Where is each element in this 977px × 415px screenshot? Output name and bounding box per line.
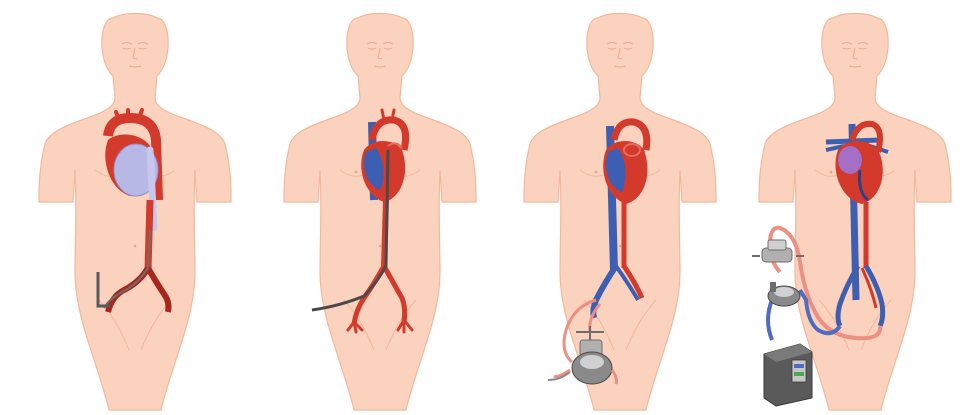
ecmo-console xyxy=(764,344,812,406)
body-silhouette-2 xyxy=(284,14,476,411)
body-silhouette-1 xyxy=(39,14,231,411)
panel-1-balloon-pump xyxy=(39,14,231,411)
panel-3-centrifugal-pump xyxy=(524,14,716,411)
panel-4-ecmo-circuit xyxy=(752,14,951,411)
body-silhouette-3 xyxy=(524,14,716,411)
panel-2-femoral-catheter xyxy=(284,14,476,411)
